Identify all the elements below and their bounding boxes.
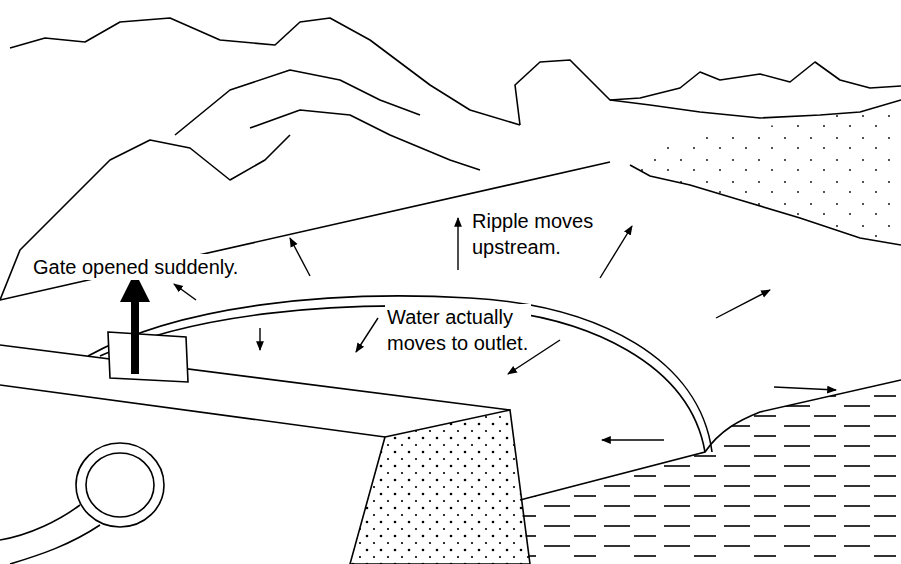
outlet-pipe [0, 443, 164, 564]
mountains [0, 18, 901, 300]
gate [108, 272, 188, 382]
annotation-label: Ripple moves upstream. [470, 208, 606, 260]
annotation-label: Water actually moves to outlet. [385, 304, 531, 356]
dam-block [350, 410, 530, 564]
annotation-label: Gate opened suddenly. [31, 254, 240, 280]
outlet-water [520, 380, 901, 564]
channel-banks [0, 162, 901, 437]
ripple [88, 296, 712, 452]
